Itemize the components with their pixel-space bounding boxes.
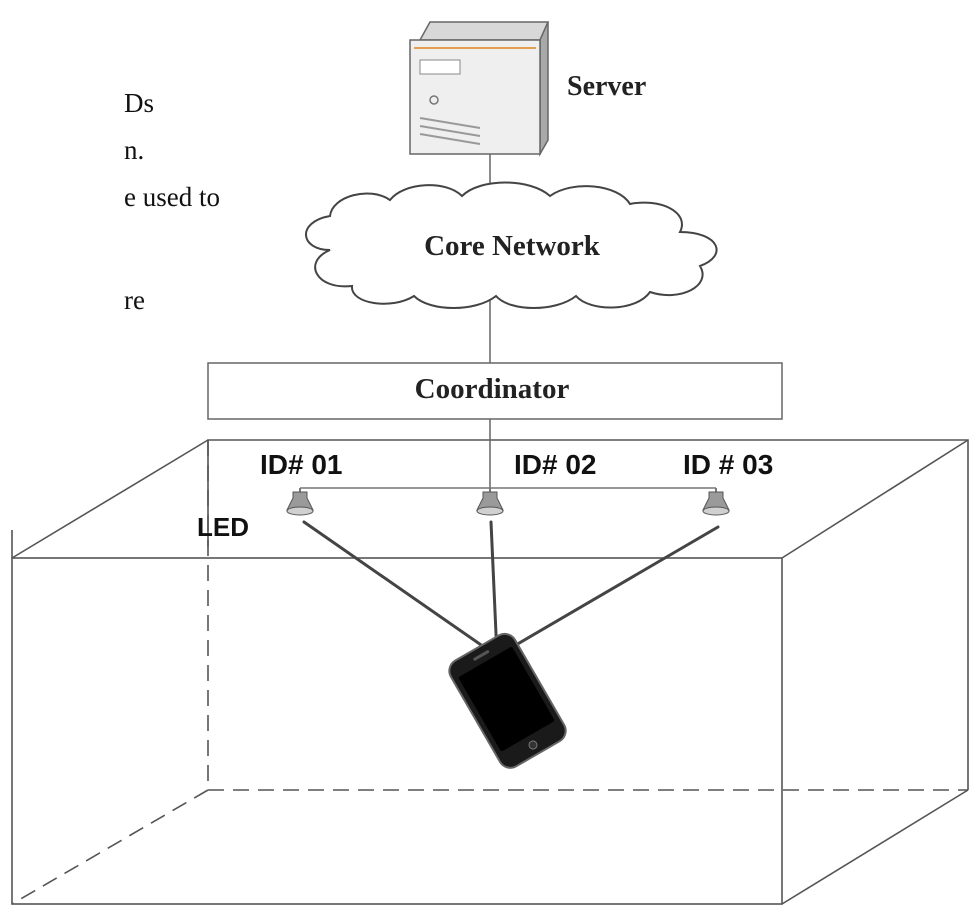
room-edge-top-right	[781, 439, 969, 559]
smartphone-icon	[448, 632, 567, 769]
left-text-line-4: re	[124, 285, 145, 315]
room-edge-bottom-right	[781, 789, 969, 905]
led-lamp-icon-3	[702, 488, 730, 516]
led-id-label-1: ID# 01	[260, 449, 343, 480]
left-text-line-2: n.	[124, 135, 145, 165]
room-front-face	[11, 557, 783, 905]
light-ray-1	[302, 520, 499, 658]
led-lamp-icon-2	[476, 488, 504, 516]
server-icon	[409, 21, 550, 157]
coordinator-box	[207, 362, 783, 420]
left-text-line-3: e used to	[124, 182, 220, 212]
light-ray-2	[489, 520, 499, 658]
cloud-icon	[305, 181, 718, 309]
server-label: Server	[567, 71, 646, 102]
led-id-label-3: ID # 03	[683, 449, 773, 480]
left-text-line-1: Ds	[124, 88, 155, 118]
core-network-label: Core Network	[424, 230, 601, 262]
room-back-top	[207, 439, 969, 790]
led-id-label-2: ID# 02	[514, 449, 597, 480]
room-hidden-edges	[11, 440, 968, 905]
coordinator-label: Coordinator	[415, 373, 570, 405]
room-edge-top-left	[11, 439, 209, 559]
light-rays	[302, 520, 720, 658]
hidden-edge-diagonal	[11, 789, 209, 905]
led-label: LED	[197, 512, 249, 542]
light-ray-3	[495, 525, 720, 658]
led-lamp-icon-1	[286, 488, 314, 516]
